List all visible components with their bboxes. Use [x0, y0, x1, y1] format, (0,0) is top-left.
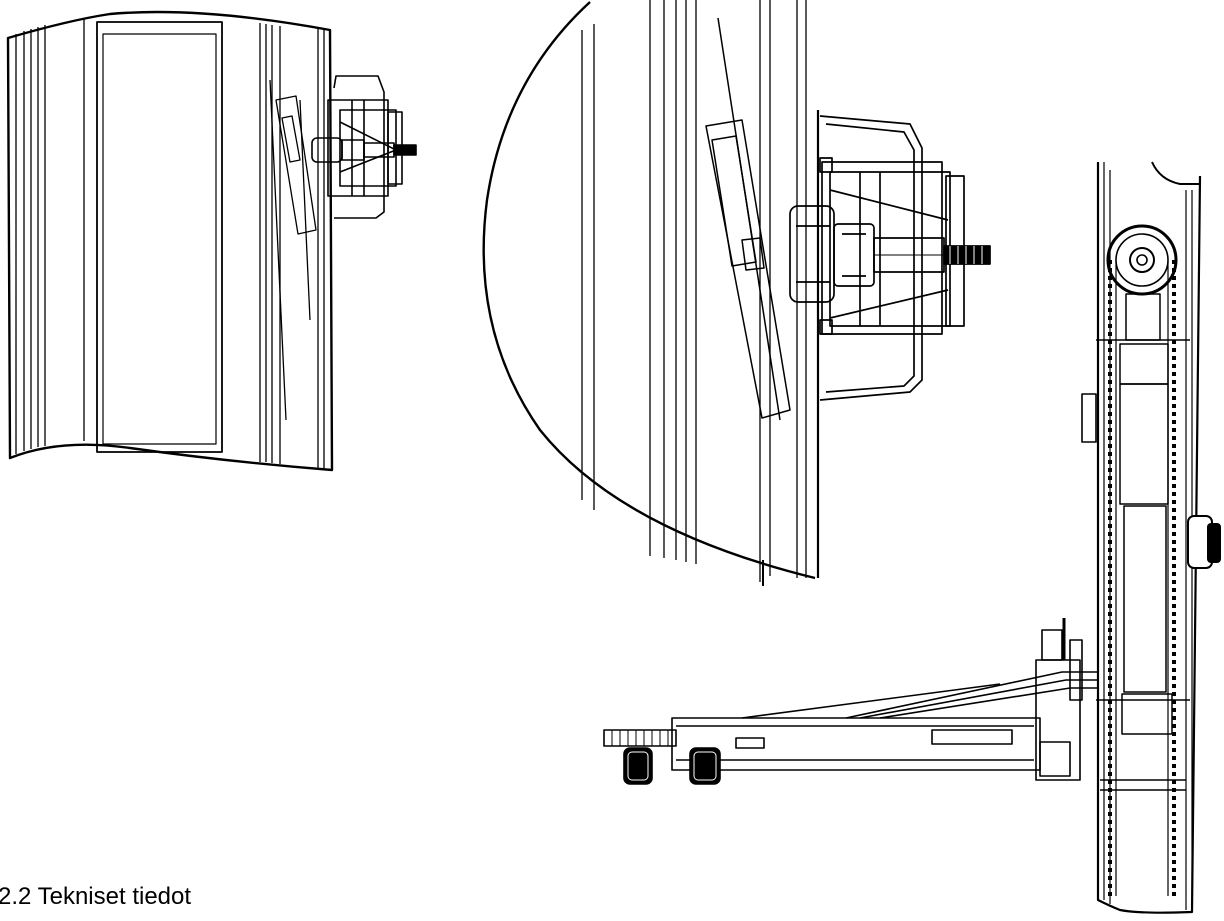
left-view-profile-lines	[15, 18, 325, 469]
detail-view-outline	[482, 1, 816, 580]
detail-view-profile-lines	[581, 0, 807, 582]
left-view-bracket	[311, 75, 417, 219]
lift-arm	[603, 618, 1098, 781]
chain	[1108, 260, 1176, 900]
left-view-panel	[96, 21, 223, 453]
side-knob	[1187, 515, 1221, 569]
lift-carriage	[1096, 293, 1190, 735]
left-view-tilted-plate	[269, 79, 317, 421]
detail-view-bracket	[789, 115, 991, 401]
left-view-outline	[6, 10, 334, 472]
wheels	[623, 747, 721, 785]
detail-view	[482, 0, 991, 586]
top-sprocket	[1106, 224, 1178, 296]
left-view	[6, 10, 417, 472]
section-title: Tekniset tiedot	[37, 883, 192, 910]
lift-column-outline	[1096, 162, 1202, 914]
section-number: 2.2	[0, 883, 32, 910]
detail-view-tilted-plates	[705, 17, 791, 421]
lift-view	[603, 161, 1221, 914]
section-heading: 2.2 Tekniset tiedot	[0, 885, 191, 909]
